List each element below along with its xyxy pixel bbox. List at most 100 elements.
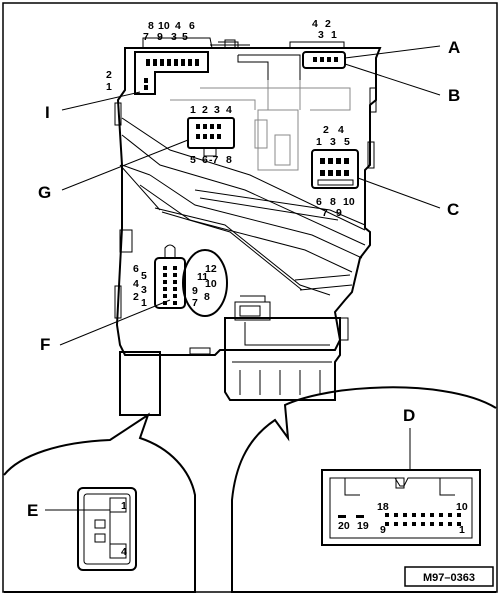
- pin-cavity: [163, 287, 167, 291]
- pin-label: 6: [189, 20, 195, 32]
- pin-label: 2: [325, 18, 331, 30]
- pin-label: 19: [357, 520, 369, 532]
- pin-cavity: [385, 522, 389, 526]
- pin-cavity: [403, 522, 407, 526]
- pin-label: 8: [148, 20, 154, 32]
- connector-f: [154, 244, 228, 317]
- control-unit-housing: [114, 37, 382, 356]
- callout-c: C: [447, 200, 459, 219]
- callout-i: I: [45, 103, 50, 122]
- pin-label: 4: [338, 124, 344, 136]
- pin-label: 9: [192, 285, 198, 297]
- pin-label: 4: [133, 278, 139, 290]
- pin-label: 7: [192, 297, 198, 309]
- connector-g: [187, 117, 235, 157]
- pin-label: 11: [197, 271, 208, 283]
- pin-cavity: [163, 280, 167, 284]
- pin-label: 3: [318, 29, 324, 41]
- pin-cavity: [167, 59, 171, 66]
- pin-label: 4: [226, 104, 232, 116]
- pin-cavity: [430, 513, 434, 517]
- pin-cavity: [163, 273, 167, 277]
- pin-label: 8: [204, 291, 210, 303]
- pin-cavity: [457, 513, 461, 517]
- pin-cavity: [412, 522, 416, 526]
- pin-cavity: [146, 59, 150, 66]
- pin-cavity: [439, 513, 443, 517]
- pin-cavity: [457, 522, 461, 526]
- pin-label: 10: [456, 501, 468, 513]
- pin-label: 2: [323, 124, 329, 136]
- callout-b: B: [448, 86, 460, 105]
- pin-label: 6: [316, 196, 322, 208]
- pin-cavity: [173, 266, 177, 270]
- pin-label: 4: [121, 546, 127, 558]
- callout-a: A: [448, 38, 460, 57]
- pin-label: 4: [175, 20, 181, 32]
- pin-label: 8: [226, 154, 232, 166]
- pin-cavity: [163, 266, 167, 270]
- pin-cavity: [173, 280, 177, 284]
- pin-label: 2: [202, 104, 208, 116]
- pin-label: 5: [344, 136, 350, 148]
- pin-label: 10: [205, 278, 217, 290]
- bubble-d: [231, 386, 497, 593]
- pin-label: 9: [336, 207, 342, 219]
- callout-g: G: [38, 183, 51, 202]
- pin-cavity: [448, 522, 452, 526]
- pin-cavity: [421, 513, 425, 517]
- bubble-e: [3, 412, 196, 593]
- reference-box: [404, 566, 494, 587]
- pin-cavity: [160, 59, 164, 66]
- pin-cavity: [163, 301, 167, 305]
- pin-label: 1: [316, 136, 322, 148]
- connector-i: [134, 51, 209, 95]
- pin-cavity: [173, 294, 177, 298]
- pin-label: 1: [331, 29, 337, 41]
- pin-cavity: [394, 522, 398, 526]
- pin-label: 7: [322, 207, 328, 219]
- lower-connector: [119, 295, 341, 416]
- connector-c: [311, 149, 359, 189]
- pin-cavity: [163, 294, 167, 298]
- pin-cavity: [173, 301, 177, 305]
- pin-label: 3: [214, 104, 220, 116]
- pin-cavity: [439, 522, 443, 526]
- pin-label: 1: [121, 500, 127, 512]
- pin-label: 1: [459, 524, 465, 536]
- pin-label: 3: [171, 31, 177, 43]
- pin-label: 6: [202, 154, 208, 166]
- pin-label: 5: [182, 31, 188, 43]
- pin-label: 1: [141, 297, 147, 309]
- pin-cavity: [430, 522, 434, 526]
- connector-d-detail: [321, 469, 481, 546]
- pin-label: 5: [190, 154, 196, 166]
- pin-label: -7: [209, 154, 218, 166]
- pin-label: 20: [338, 520, 350, 532]
- pin-label: 1: [106, 81, 112, 93]
- pin-label: 3: [330, 136, 336, 148]
- connector-a: [302, 51, 346, 69]
- pin-label: 9: [380, 524, 386, 536]
- pin-label: 10: [158, 20, 170, 32]
- pin-cavity: [385, 513, 389, 517]
- pin-label: 10: [343, 196, 355, 208]
- callout-d: D: [403, 406, 415, 425]
- callout-f: F: [40, 335, 50, 354]
- connector-e-detail: [77, 487, 137, 571]
- pin-cavity: [412, 513, 416, 517]
- pin-cavity: [173, 273, 177, 277]
- pin-label: 4: [312, 18, 318, 30]
- pin-cavity: [153, 59, 157, 66]
- pin-cavity: [421, 522, 425, 526]
- pin-label: 9: [157, 31, 163, 43]
- pin-label: 3: [141, 284, 147, 296]
- pin-cavity: [195, 59, 199, 66]
- pin-label: 2: [133, 291, 139, 303]
- pin-label: 18: [377, 501, 389, 513]
- pin-label: 12: [205, 263, 217, 275]
- pin-cavity: [448, 513, 452, 517]
- reference-code: M97–0363: [423, 572, 475, 584]
